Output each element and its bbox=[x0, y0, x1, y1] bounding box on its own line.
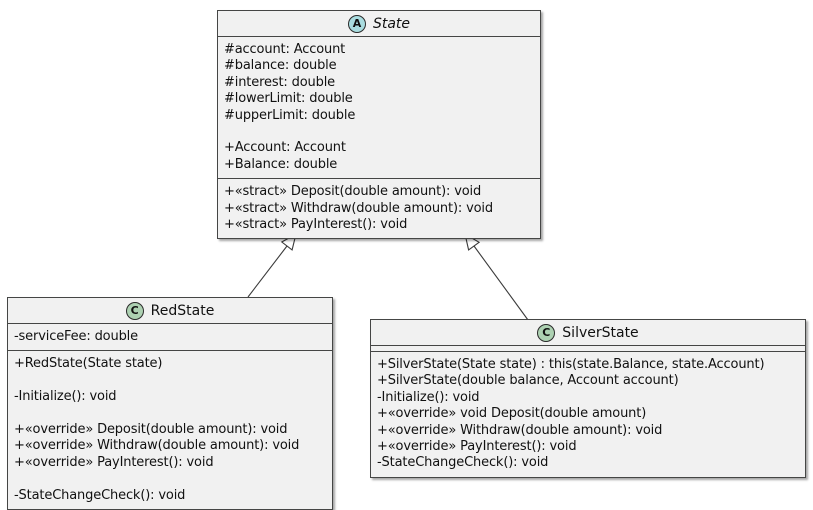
member-line: +«override» PayInterest(): void bbox=[14, 454, 214, 470]
member-line bbox=[14, 373, 326, 389]
class-header-silverstate: C SilverState bbox=[371, 320, 805, 346]
member-line: #balance: double bbox=[224, 58, 337, 74]
member-line: +SilverState(State state) : this(state.B… bbox=[377, 357, 765, 372]
member-line: +RedState(State state) bbox=[14, 356, 163, 372]
member-line: +«override» Withdraw(double amount): voi… bbox=[377, 422, 663, 438]
fields-section-redstate: -serviceFee: double bbox=[8, 324, 332, 350]
member-line: -Initialize(): void bbox=[14, 389, 117, 405]
class-header-state: A State bbox=[218, 11, 540, 37]
member-line bbox=[14, 406, 326, 422]
class-header-redstate: C RedState bbox=[8, 298, 332, 324]
member-line: +SilverState(double balance, Account acc… bbox=[377, 373, 679, 389]
class-title-state: State bbox=[372, 15, 411, 32]
methods-section-state: +«stract» Deposit(double amount): void+«… bbox=[218, 178, 540, 238]
member-line: -StateChangeCheck(): void bbox=[377, 455, 549, 471]
inheritance-arrow-silverstate-to-state bbox=[464, 232, 529, 321]
member-line: -Initialize(): void bbox=[377, 389, 480, 405]
methods-section-silverstate: +SilverState(State state) : this(state.B… bbox=[371, 351, 805, 477]
class-title-silverstate: SilverState bbox=[562, 324, 639, 341]
member-line: +Balance: double bbox=[224, 156, 338, 172]
class-circle-icon: C bbox=[125, 301, 144, 320]
member-line: +«override» Withdraw(double amount): voi… bbox=[14, 438, 300, 454]
class-circle-icon: C bbox=[537, 323, 556, 342]
member-line: +«override» PayInterest(): void bbox=[377, 439, 577, 455]
class-box-silverstate: C SilverState +SilverState(State state) … bbox=[370, 319, 806, 478]
member-line: +«stract» Deposit(double amount): void bbox=[224, 184, 482, 200]
fields-section-state: #account: Account#balance: double#intere… bbox=[218, 37, 540, 178]
member-line: +«stract» PayInterest(): void bbox=[224, 217, 408, 233]
abstract-circle-icon: A bbox=[347, 14, 366, 33]
member-line: -StateChangeCheck(): void bbox=[14, 487, 186, 503]
member-line: #account: Account bbox=[224, 42, 346, 57]
member-line bbox=[14, 471, 326, 487]
class-box-state: A State #account: Account#balance: doubl… bbox=[217, 10, 541, 240]
member-line: +«override» void Deposit(double amount) bbox=[377, 406, 647, 422]
member-line: -serviceFee: double bbox=[14, 329, 138, 344]
member-line: #interest: double bbox=[224, 74, 336, 90]
inheritance-arrow-redstate-to-state bbox=[247, 232, 297, 298]
member-line: +«override» Deposit(double amount): void bbox=[14, 422, 288, 438]
member-line: #lowerLimit: double bbox=[224, 91, 353, 107]
member-line: #upperLimit: double bbox=[224, 107, 356, 123]
member-line bbox=[224, 124, 534, 140]
class-box-redstate: C RedState -serviceFee: double +RedState… bbox=[7, 297, 333, 510]
member-line: +Account: Account bbox=[224, 140, 346, 156]
methods-section-redstate: +RedState(State state) -Initialize(): vo… bbox=[8, 350, 332, 509]
member-line: +«stract» Withdraw(double amount): void bbox=[224, 200, 493, 216]
class-title-redstate: RedState bbox=[150, 302, 215, 319]
